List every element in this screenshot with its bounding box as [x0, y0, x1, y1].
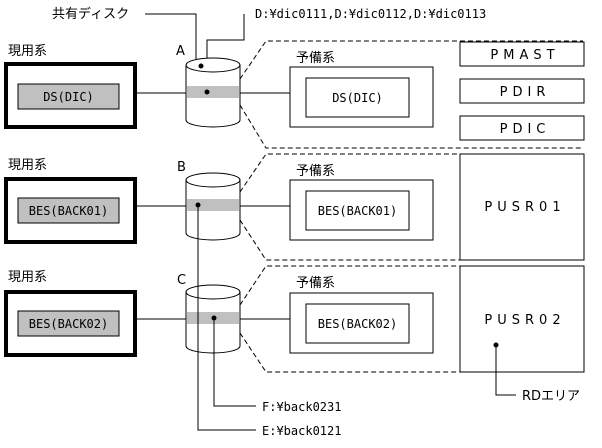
disk-letter-c: C [177, 273, 186, 288]
rd-area-box-pusr01 [459, 153, 585, 261]
path-f-callout-line [213, 318, 256, 407]
rd-area-box-pusr02 [459, 265, 585, 373]
disk-letter-a: A [176, 44, 185, 59]
dashed-projection-1 [239, 40, 583, 149]
disk-letter-b: B [177, 160, 186, 175]
standby-server-box-2 [305, 190, 410, 231]
path-e-label: E:¥back0121 [262, 424, 341, 438]
path-f-label: F:¥back0231 [262, 400, 341, 414]
standby-server-box-1 [305, 77, 410, 118]
disk-cylinder-b [185, 172, 241, 241]
rd-area-label-pmast: PMAST [490, 48, 559, 63]
active-server-box-3 [17, 310, 120, 337]
active-system-label-1: 現用系 [8, 44, 47, 59]
disk-cylinder-a [185, 57, 241, 128]
active-server-box-1 [17, 83, 120, 110]
rd-area-box-pdic [459, 115, 585, 141]
rd-area-label: RDエリア [522, 389, 580, 404]
active-server-label-2: BES(BACK01) [29, 204, 108, 218]
active-server-label-3: BES(BACK02) [29, 317, 108, 331]
dashed-projection-3 [239, 265, 460, 373]
rd-area-label-pusr01: PUSR01 [484, 200, 565, 215]
standby-system-label-2: 予備系 [296, 163, 335, 179]
active-system-label-2: 現用系 [8, 158, 47, 173]
standby-server-box-3 [305, 303, 410, 344]
dashed-projection-2 [239, 153, 460, 261]
rd-area-box-pmast [459, 41, 585, 67]
active-server-label-1: DS(DIC) [43, 90, 94, 104]
standby-system-label-1: 予備系 [296, 50, 335, 66]
rd-area-label-pdic: PDIC [500, 122, 551, 137]
active-server-box-2 [17, 197, 120, 224]
standby-server-label-1: DS(DIC) [332, 91, 383, 105]
rd-area-label-pusr02: PUSR02 [484, 313, 565, 328]
shared-disk-label: 共有ディスク [52, 6, 129, 22]
rd-area-callout-line [495, 345, 516, 396]
standby-server-label-2: BES(BACK01) [318, 204, 397, 218]
shared-disk-path: D:¥dic0111,D:¥dic0112,D:¥dic0113 [255, 7, 486, 21]
active-system-label-3: 現用系 [8, 270, 47, 285]
standby-system-label-3: 予備系 [296, 275, 335, 291]
disk-cylinder-c [185, 284, 241, 354]
path-e-callout-line [197, 205, 256, 431]
disk-a-dot-upper [198, 63, 204, 69]
disk-a-dot-lower [204, 89, 210, 95]
rd-area-box-pdir [459, 78, 585, 104]
rd-area-label-pdir: PDIR [500, 85, 551, 100]
standby-server-label-3: BES(BACK02) [318, 317, 397, 331]
